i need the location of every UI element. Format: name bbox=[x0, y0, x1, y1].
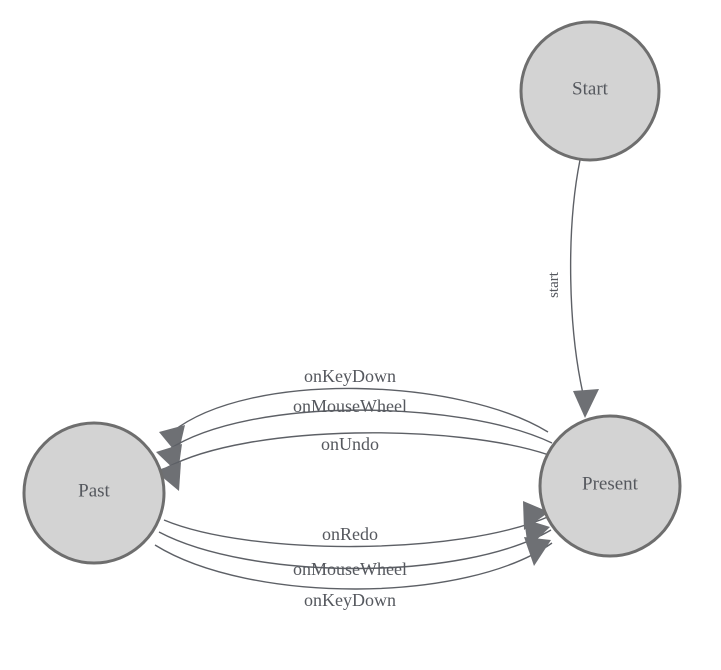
edge-start-to-present-arrowhead bbox=[573, 389, 599, 418]
edge-past-to-present-onredo[interactable]: onRedo bbox=[163, 501, 551, 548]
node-start[interactable]: Start bbox=[519, 20, 661, 162]
edge-past-to-present-onkeydown-arrowhead bbox=[524, 537, 551, 566]
edge-present-to-past-onmousewheel-path bbox=[167, 409, 553, 451]
edge-past-to-present-onredo-path bbox=[163, 515, 551, 548]
edge-label-past-to-present-onkeydown: onKeyDown bbox=[304, 590, 396, 610]
edge-start-to-present[interactable]: start bbox=[546, 159, 599, 418]
node-start-label: Start bbox=[572, 79, 609, 100]
node-present-circle bbox=[538, 414, 682, 558]
edge-present-to-past-onundo-arrowhead bbox=[155, 462, 181, 491]
edge-label-present-to-past-onmousewheel: onMouseWheel bbox=[293, 396, 407, 416]
edge-past-to-present-onmousewheel-path bbox=[158, 529, 552, 570]
edge-label-past-to-present-onredo: onRedo bbox=[322, 524, 378, 544]
edge-label-present-to-past-onkeydown: onKeyDown bbox=[304, 366, 396, 386]
edge-label-past-to-present-onmousewheel: onMouseWheel bbox=[293, 559, 407, 579]
node-past-circle bbox=[22, 421, 166, 565]
edge-past-to-present-onkeydown-path bbox=[154, 542, 553, 590]
node-past[interactable]: Past bbox=[22, 421, 166, 565]
node-present[interactable]: Present bbox=[538, 414, 682, 558]
edge-label-start: start bbox=[546, 271, 562, 298]
node-past-label: Past bbox=[78, 481, 110, 502]
node-start-circle bbox=[519, 20, 661, 162]
node-present-label: Present bbox=[582, 474, 639, 495]
edge-past-to-present-onmousewheel[interactable]: onMouseWheel bbox=[158, 519, 552, 579]
edge-start-to-present-path bbox=[569, 159, 585, 399]
edge-present-to-past-onundo[interactable]: onUndo bbox=[155, 432, 550, 491]
edge-present-to-past-onundo-path bbox=[165, 432, 550, 469]
edge-past-to-present-onkeydown[interactable]: onKeyDown bbox=[154, 537, 553, 610]
edge-present-to-past-onkeydown-path bbox=[171, 387, 549, 433]
edge-label-present-to-past-onundo: onUndo bbox=[321, 434, 379, 454]
